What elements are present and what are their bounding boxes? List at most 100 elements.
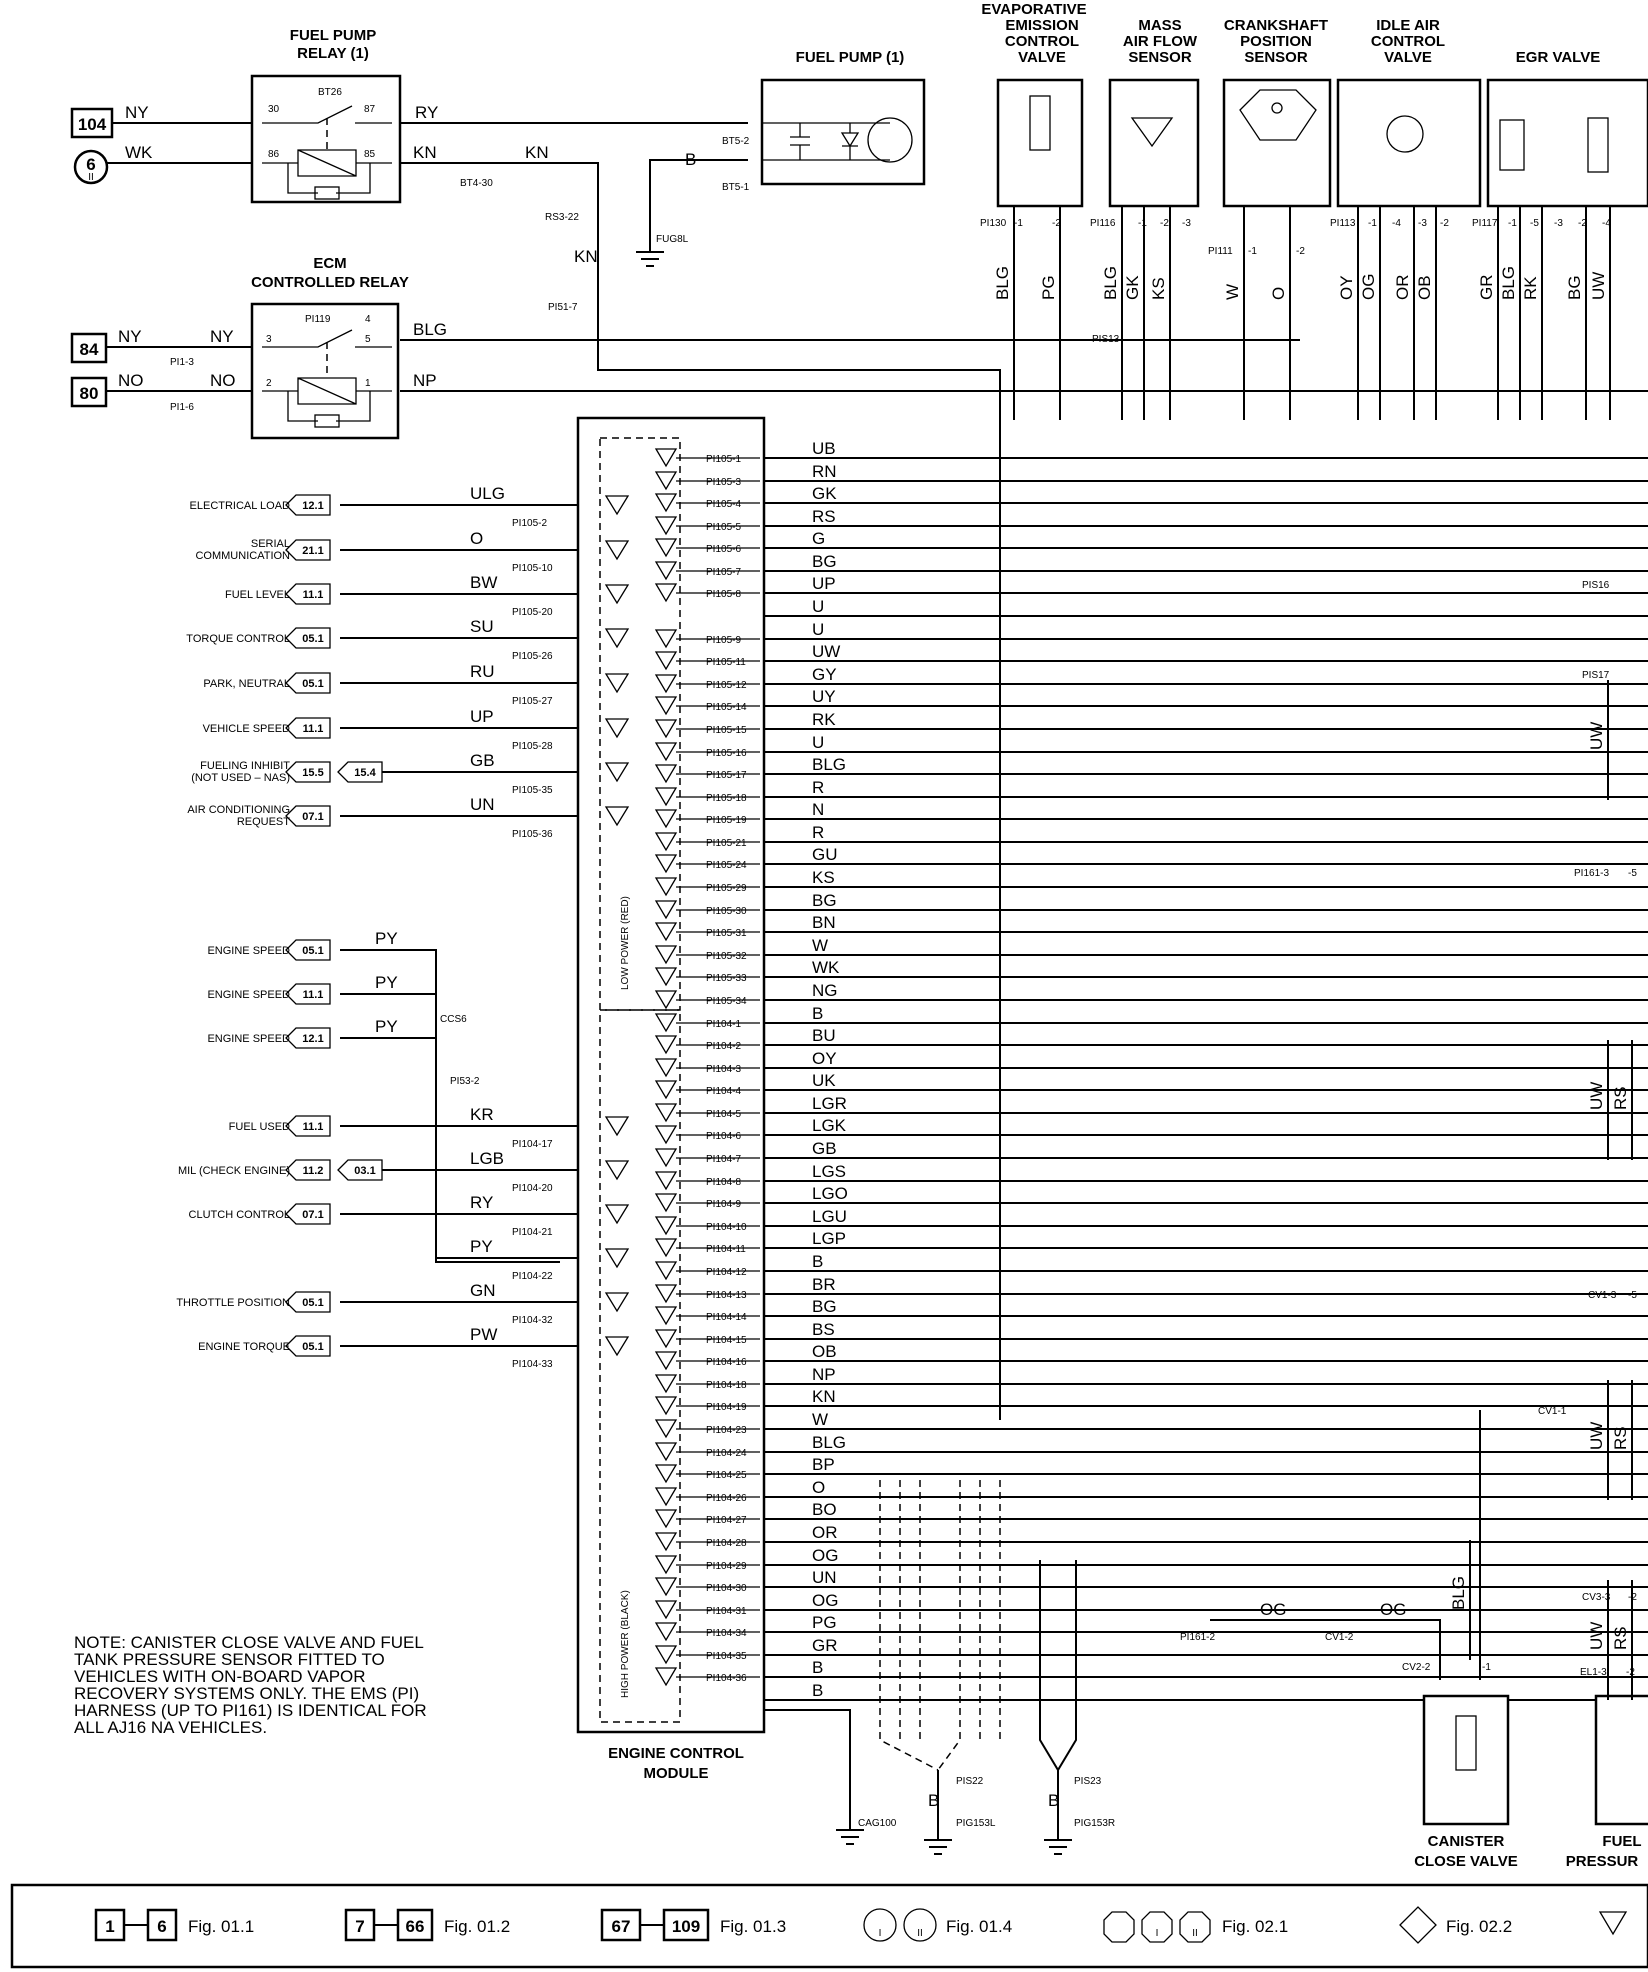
ecm-pin-label: PI105-30 — [706, 906, 747, 917]
maf-amplifier — [1130, 117, 1174, 148]
ecm-output-symbol — [654, 832, 678, 852]
ecm-pin-label: PI104-27 — [706, 1515, 747, 1526]
conn-pi53-2: PI53-2 — [450, 1076, 480, 1087]
ecm-output-symbol — [654, 922, 678, 942]
ecm-output-symbol — [654, 854, 678, 874]
ecm-output-symbol — [654, 1058, 678, 1078]
ecm-title-2: MODULE — [644, 1765, 709, 1782]
iac-pin-3: -3 — [1418, 218, 1427, 229]
ref-6: 6 — [86, 155, 95, 174]
ecm-relay-title-1: ECM — [313, 255, 346, 272]
right-wire-label: RS — [1611, 1086, 1630, 1110]
wire-label-kn-2: KN — [525, 143, 549, 162]
ecm-output-wire-label: BG — [812, 552, 837, 571]
fuel-pump-relay-title-1: FUEL PUMP — [290, 27, 376, 44]
right-wire-label: UW — [1587, 1622, 1606, 1650]
signal-wire-label: PW — [470, 1325, 497, 1344]
ref-arrow-box — [285, 583, 331, 605]
ecm-output-wire-label: RS — [812, 507, 836, 526]
iac-title-1: IDLE AIR — [1376, 17, 1440, 34]
signal-name-l1: FUELING INHIBIT — [200, 760, 290, 772]
ecm-output-wire-label: UB — [812, 439, 836, 458]
ecm-output-wire-label: PG — [812, 1613, 837, 1632]
ecm-output-wire-label: UW — [812, 642, 840, 661]
evap-pin-1: -1 — [1014, 218, 1023, 229]
evap-title-1: EVAPORATIVE — [981, 1, 1086, 18]
legend-box-66 — [396, 1908, 434, 1942]
crank-title-2: POSITION — [1240, 33, 1312, 50]
egr-coil — [1499, 119, 1525, 171]
ground-pig153r — [1039, 1560, 1077, 1855]
iac-pin-1: -1 — [1368, 218, 1377, 229]
ecm-output-wire-label: UN — [812, 1568, 837, 1587]
ref-arrow-box — [285, 539, 331, 561]
ecm-output-wire-label: B — [812, 1252, 823, 1271]
ref-value: 05.1 — [302, 945, 323, 957]
conn-pi113: PI113 — [1330, 218, 1356, 229]
ecm-output-symbol — [654, 764, 678, 784]
evap-title-2: EMISSION — [1005, 17, 1078, 34]
sensor-titles: EVAPORATIVE EMISSION CONTROL VALVE MASS … — [981, 1, 1600, 66]
maf-title-1: MASS — [1138, 17, 1181, 34]
ref-value: 12.1 — [302, 500, 323, 512]
ecm-output-wire-label: BP — [812, 1455, 835, 1474]
ecm-pin-label: PI105-31 — [706, 928, 747, 939]
sensor-wire-label: OG — [1359, 274, 1378, 300]
ecm-output-symbol — [654, 1419, 678, 1439]
ref-arrow-box — [285, 1291, 331, 1313]
iac-valve-box — [1336, 78, 1482, 208]
relay-outputs: RY KN BT4-30 KN BLG NP RS3-22 KN PI51-7 … — [400, 103, 1648, 1420]
ecm-output-symbol — [654, 696, 678, 716]
fuel-pump-relay: FUEL PUMP RELAY (1) BT26 30 87 86 85 — [250, 27, 402, 204]
fuel-pump-relay-title-2: RELAY (1) — [297, 45, 369, 62]
legend-box — [10, 1883, 1648, 1969]
ground-cag100 — [836, 1829, 864, 1845]
signal-name: FUEL USED — [229, 1121, 290, 1133]
ecm-pin-label: PI105-21 — [706, 838, 747, 849]
wire-label-kn-3: KN — [574, 247, 598, 266]
maf-pin-1: -1 — [1138, 218, 1147, 229]
signal-wire-label: RU — [470, 662, 495, 681]
sensor-wire-label: OB — [1415, 275, 1434, 300]
ecm-output-wire-label: OG — [812, 1591, 838, 1610]
ecm-output-symbol — [654, 1487, 678, 1507]
ecm-output-wire-label: RN — [812, 462, 837, 481]
ecm-relay-pin-2: 2 — [266, 378, 272, 389]
ecm-input-symbol — [604, 1116, 630, 1137]
relay-pin-87: 87 — [364, 104, 376, 115]
maf-title-3: SENSOR — [1128, 49, 1192, 66]
ecm-pin-label: PI105-19 — [706, 815, 747, 826]
ecm: LOW POWER (RED) HIGH POWER (BLACK) ENGIN… — [576, 416, 766, 1782]
conn-pis13: PIS13 — [1092, 334, 1120, 345]
conn-pi117: PI117 — [1472, 218, 1498, 229]
ecm-pin-label: PI104-6 — [706, 1131, 741, 1142]
ecm-output-wire-label: UK — [812, 1071, 836, 1090]
sensor-wire-label: BG — [1565, 275, 1584, 300]
ecm-relay-res-path — [287, 391, 371, 422]
ecm-output-wire-label: LGK — [812, 1116, 847, 1135]
ecm-pin-label: PI104-16 — [706, 1357, 747, 1368]
right-wire-label: RS — [1611, 1426, 1630, 1450]
signal-pin: PI105-35 — [512, 785, 553, 796]
relay-pin-85: 85 — [364, 149, 376, 160]
legend-diamond — [1399, 1906, 1437, 1944]
ecm-output-symbol — [654, 1622, 678, 1642]
ecm-output-wire-label: BR — [812, 1275, 836, 1294]
ecm-output-wire-label: R — [812, 778, 824, 797]
ecm-output-symbol — [654, 1600, 678, 1620]
egr-valve-box — [1486, 78, 1648, 208]
ecm-relay-pin-5: 5 — [365, 334, 371, 345]
sensor-wire-label: BLG — [1499, 266, 1518, 300]
ecm-title-1: ENGINE CONTROL — [608, 1745, 744, 1762]
ecm-output-symbol — [654, 967, 678, 987]
wire-label-b: B — [685, 150, 696, 169]
signal-name: MIL (CHECK ENGINE) — [178, 1165, 290, 1177]
egr-pot — [1587, 117, 1609, 173]
sensor-wire-label: UW — [1589, 272, 1608, 300]
ecm-output-symbol — [654, 1284, 678, 1304]
legend-fig-6: Fig. 02.2 — [1446, 1917, 1512, 1936]
crank-title-3: SENSOR — [1244, 49, 1308, 66]
legend-fig-5: Fig. 02.1 — [1222, 1917, 1288, 1936]
signal-pin: PI105-36 — [512, 829, 553, 840]
